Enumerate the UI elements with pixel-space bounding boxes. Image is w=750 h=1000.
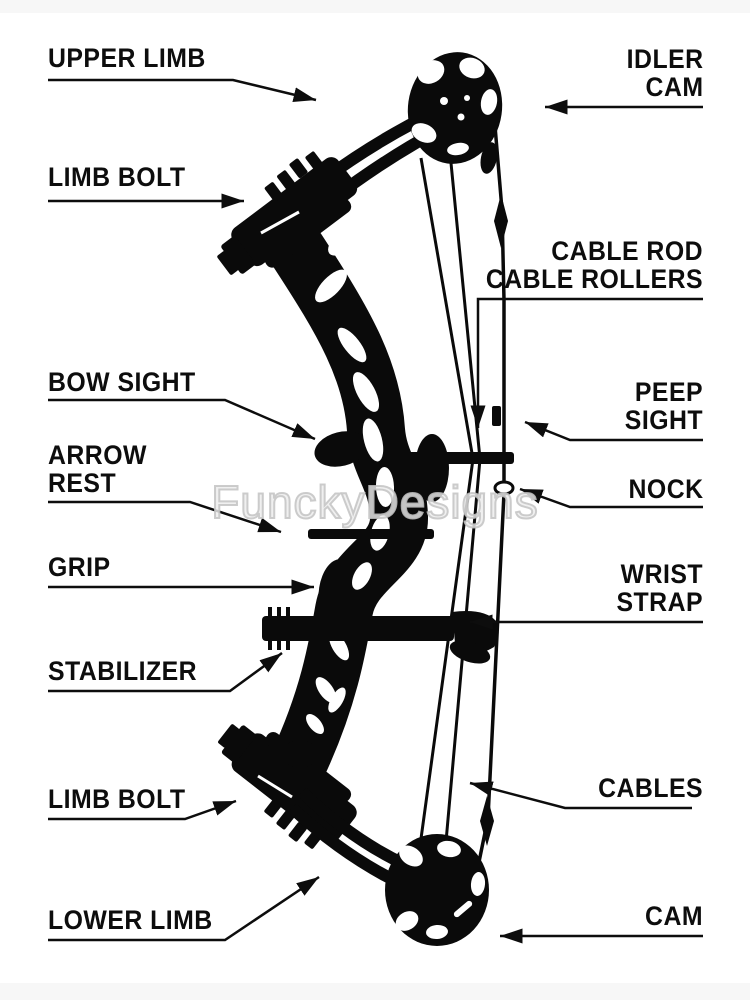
cam-shape [385, 834, 489, 946]
label-cam: CAM [645, 901, 703, 931]
label-idler-cam: IDLER CAM [626, 44, 703, 102]
leader-lower-limb [48, 875, 320, 942]
label-wrist-strap: WRIST STRAP [616, 559, 703, 617]
nock-shape [493, 480, 515, 496]
leader-limb-bolt-lower [48, 799, 237, 821]
leader-stabilizer [48, 651, 283, 693]
label-arrow-rest: ARROW REST [48, 440, 147, 498]
label-grip: GRIP [48, 552, 111, 582]
leader-cables [469, 781, 692, 810]
cable-rod-shape [388, 434, 514, 502]
stabilizer-shape [262, 607, 454, 650]
riser-shape [268, 221, 428, 793]
leader-cable-rod [470, 297, 703, 428]
string-silencer-top-shape [494, 194, 508, 248]
bottom-edge-strip [0, 983, 750, 1000]
label-limb-bolt-upper: LIMB BOLT [48, 162, 186, 192]
leader-arrow-rest [48, 500, 282, 534]
cables-shape [418, 157, 482, 854]
label-cables: CABLES [598, 773, 703, 803]
riser-cutouts [306, 226, 395, 734]
leader-bow-sight [48, 398, 316, 441]
leader-upper-limb [48, 78, 317, 103]
label-stabilizer: STABILIZER [48, 656, 198, 686]
label-cable-rod-rollers: CABLE ROD CABLE ROLLERS [485, 236, 703, 294]
wrist-strap-shape [449, 611, 499, 664]
string-silencer-bottom-shape [480, 796, 494, 846]
label-peep-sight: PEEP SIGHT [624, 377, 703, 435]
label-bow-sight: BOW SIGHT [48, 367, 196, 397]
top-edge-strip [0, 0, 750, 13]
label-limb-bolt-lower: LIMB BOLT [48, 784, 186, 814]
upper-limb-pocket-shape [217, 151, 358, 275]
peep-sight-shape [492, 406, 501, 426]
arrow-rest-shape [308, 529, 434, 539]
label-nock: NOCK [628, 474, 703, 504]
leader-peep-sight [524, 420, 703, 442]
idler-cam-shape [407, 52, 503, 174]
label-lower-limb: LOWER LIMB [48, 905, 213, 935]
leader-nock [519, 487, 703, 509]
label-upper-limb: UPPER LIMB [48, 43, 206, 73]
